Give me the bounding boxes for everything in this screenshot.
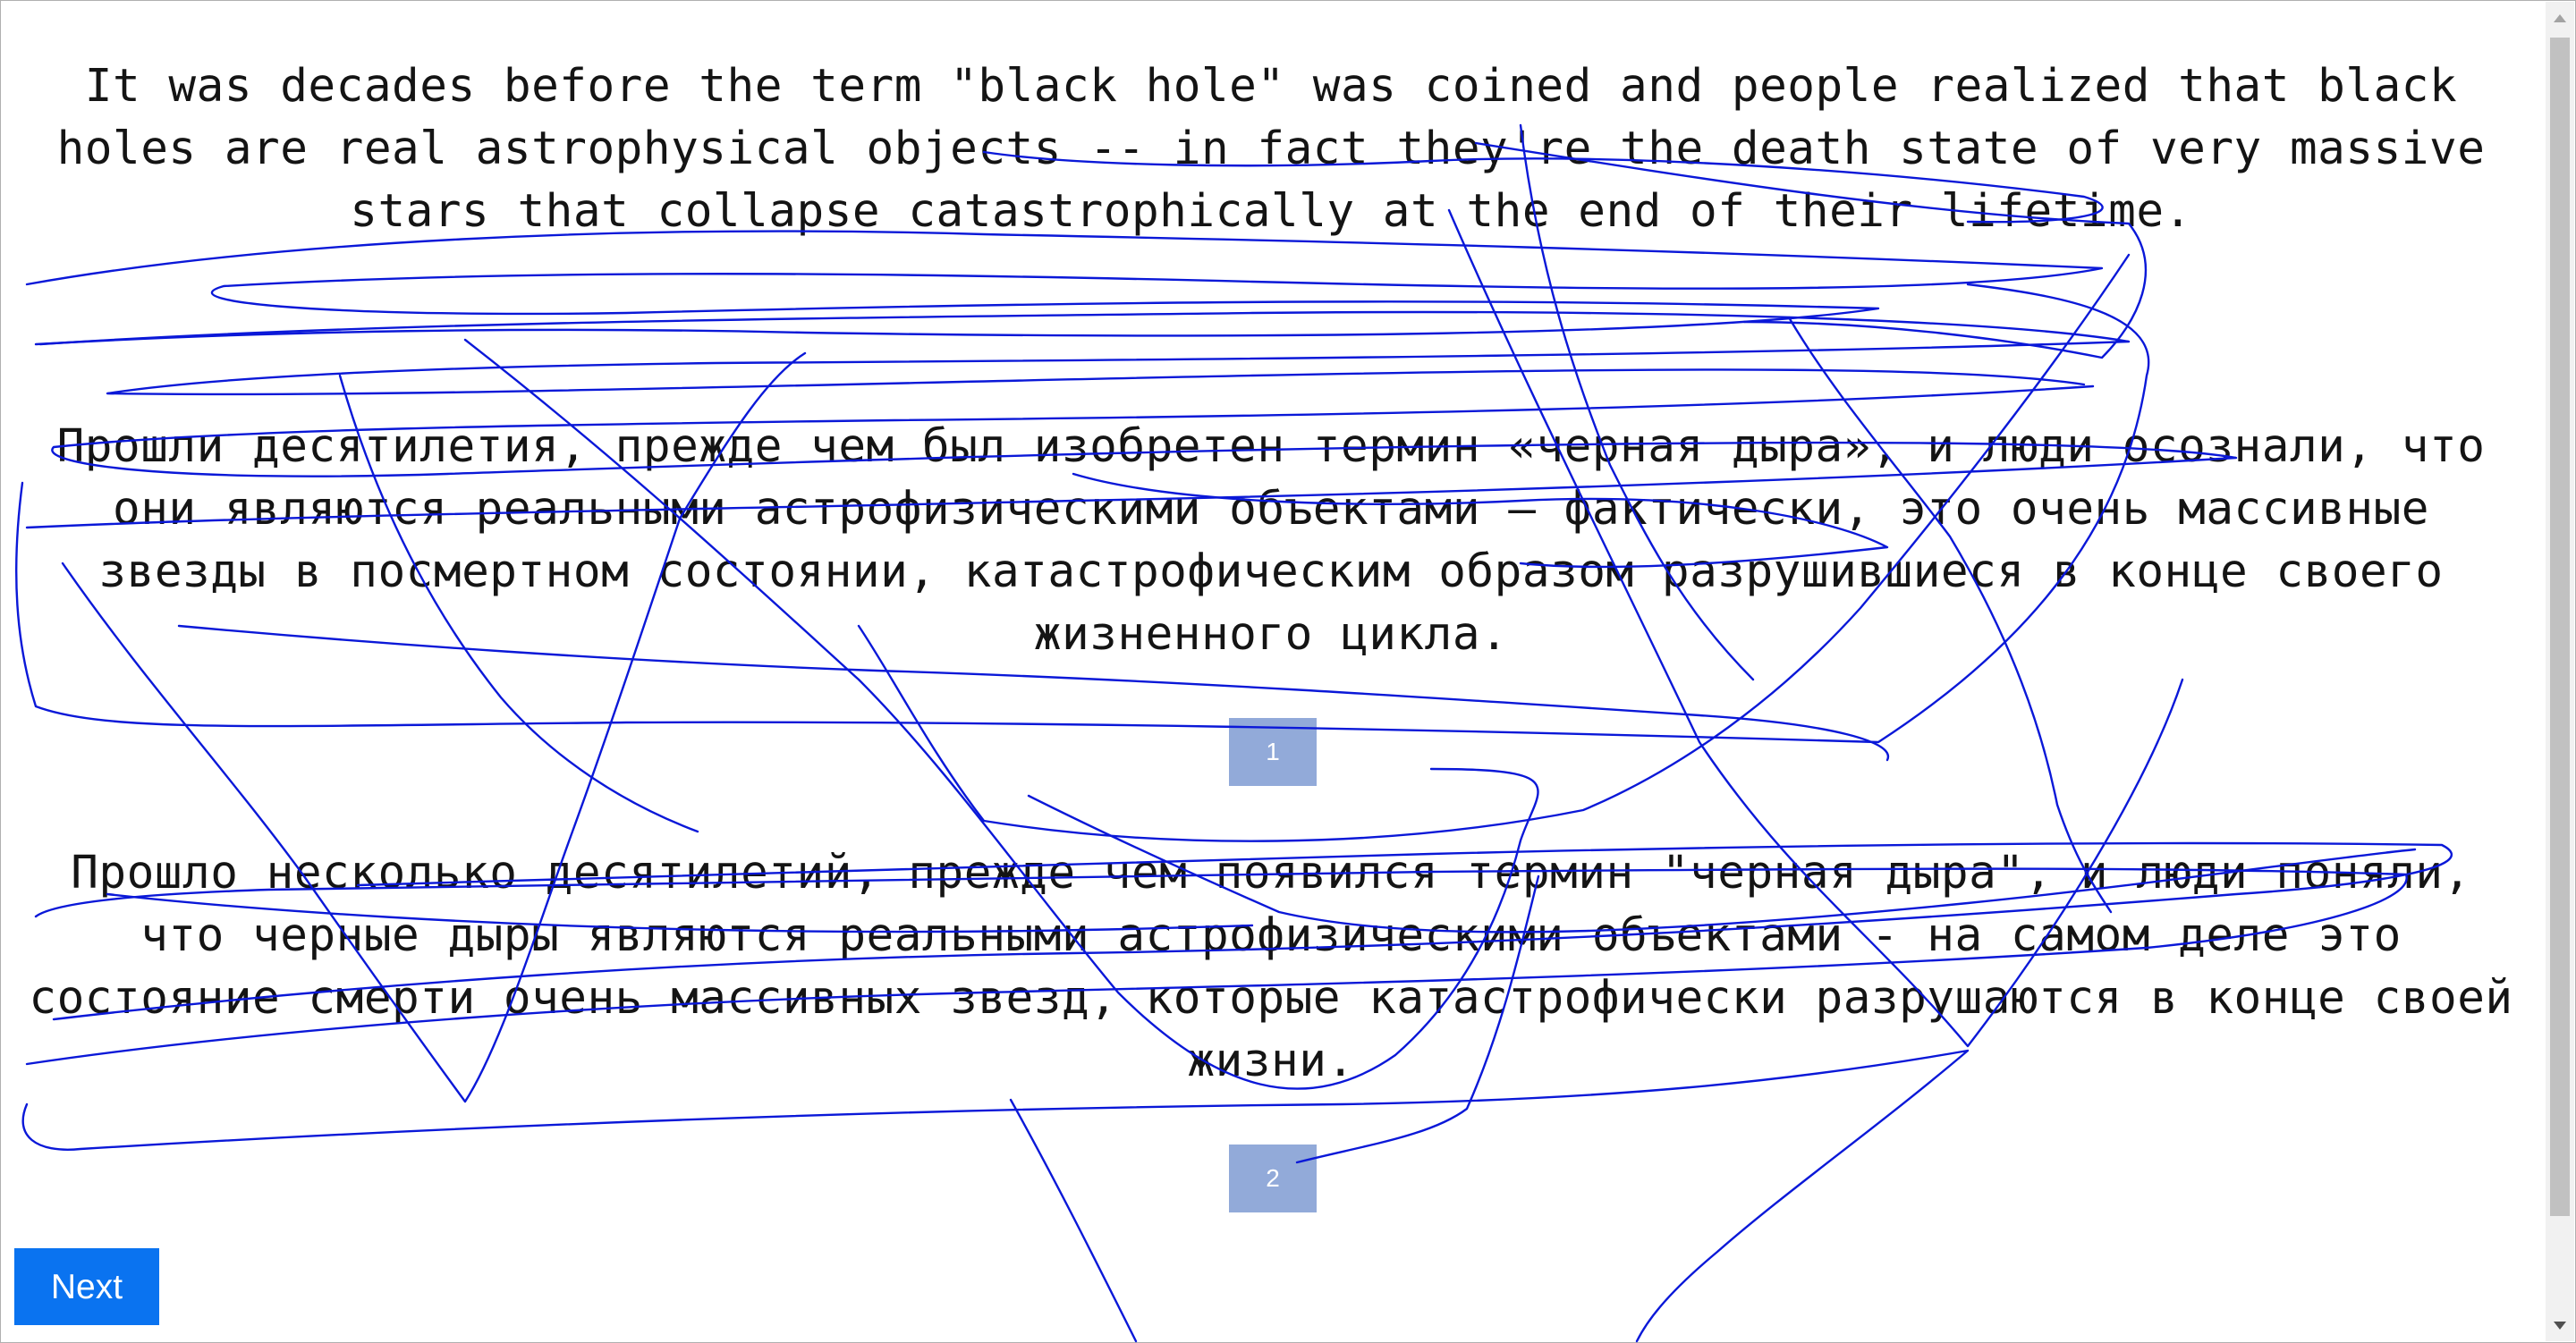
translation-marker-2: 2 (1229, 1145, 1317, 1212)
translation-paragraph-1: Прошли десятилетия, прежде чем был изобр… (56, 420, 2486, 661)
scroll-down-arrow-icon[interactable] (2554, 1322, 2566, 1330)
source-paragraph: It was decades before the term "black ho… (56, 60, 2486, 238)
next-button[interactable]: Next (14, 1248, 159, 1325)
vertical-scrollbar[interactable] (2546, 2, 2574, 1341)
translation-marker-1: 1 (1229, 718, 1317, 786)
translation-paragraph-2: Прошло несколько десятилетий, прежде чем… (29, 847, 2513, 1087)
scroll-up-arrow-icon[interactable] (2554, 14, 2566, 22)
scrollbar-thumb[interactable] (2550, 38, 2570, 1216)
